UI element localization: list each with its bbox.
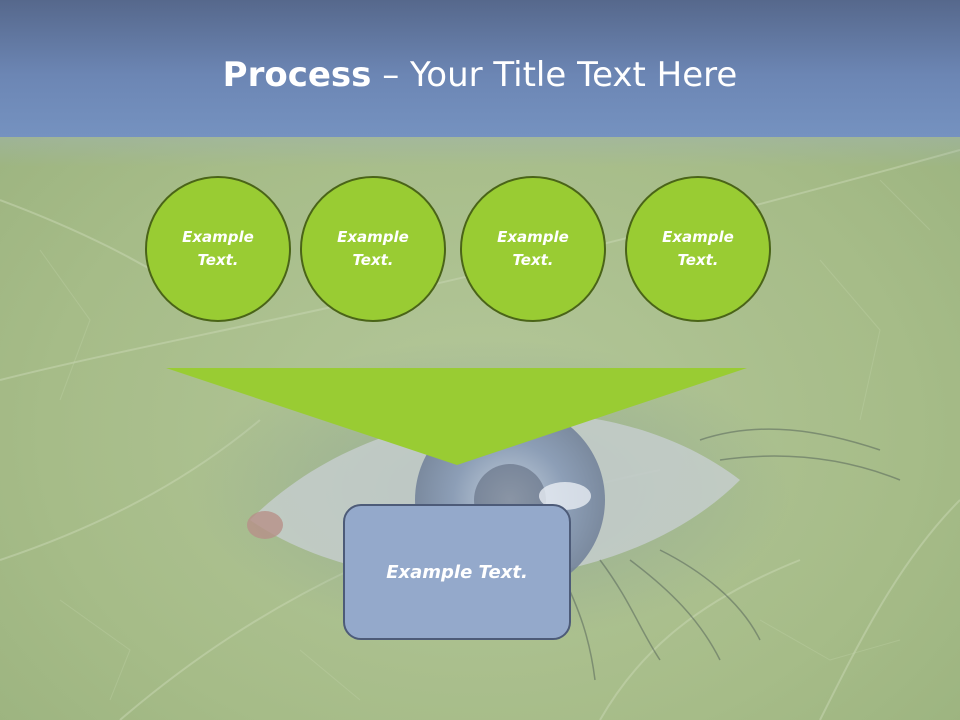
process-step-label-2: Example Text.: [337, 228, 409, 269]
title-regular-part: Your Title Text Here: [410, 55, 738, 95]
process-step-circle-3[interactable]: Example Text.: [460, 176, 606, 322]
process-step-circle-4[interactable]: Example Text.: [625, 176, 771, 322]
result-label: Example Text.: [386, 561, 528, 583]
title-bold-part: Process: [222, 55, 372, 95]
process-step-label-3: Example Text.: [497, 228, 569, 269]
title-bar: Process – Your Title Text Here: [0, 0, 960, 137]
process-step-circle-2[interactable]: Example Text.: [300, 176, 446, 322]
process-step-label-1: Example Text.: [182, 228, 254, 269]
title-separator: –: [371, 55, 411, 95]
process-step-circle-1[interactable]: Example Text.: [145, 176, 291, 322]
funnel-triangle: [166, 368, 747, 465]
title-bar-fade: [0, 137, 960, 167]
process-step-label-4: Example Text.: [662, 228, 734, 269]
result-box[interactable]: Example Text.: [343, 504, 571, 640]
slide-title: Process – Your Title Text Here: [0, 52, 960, 98]
